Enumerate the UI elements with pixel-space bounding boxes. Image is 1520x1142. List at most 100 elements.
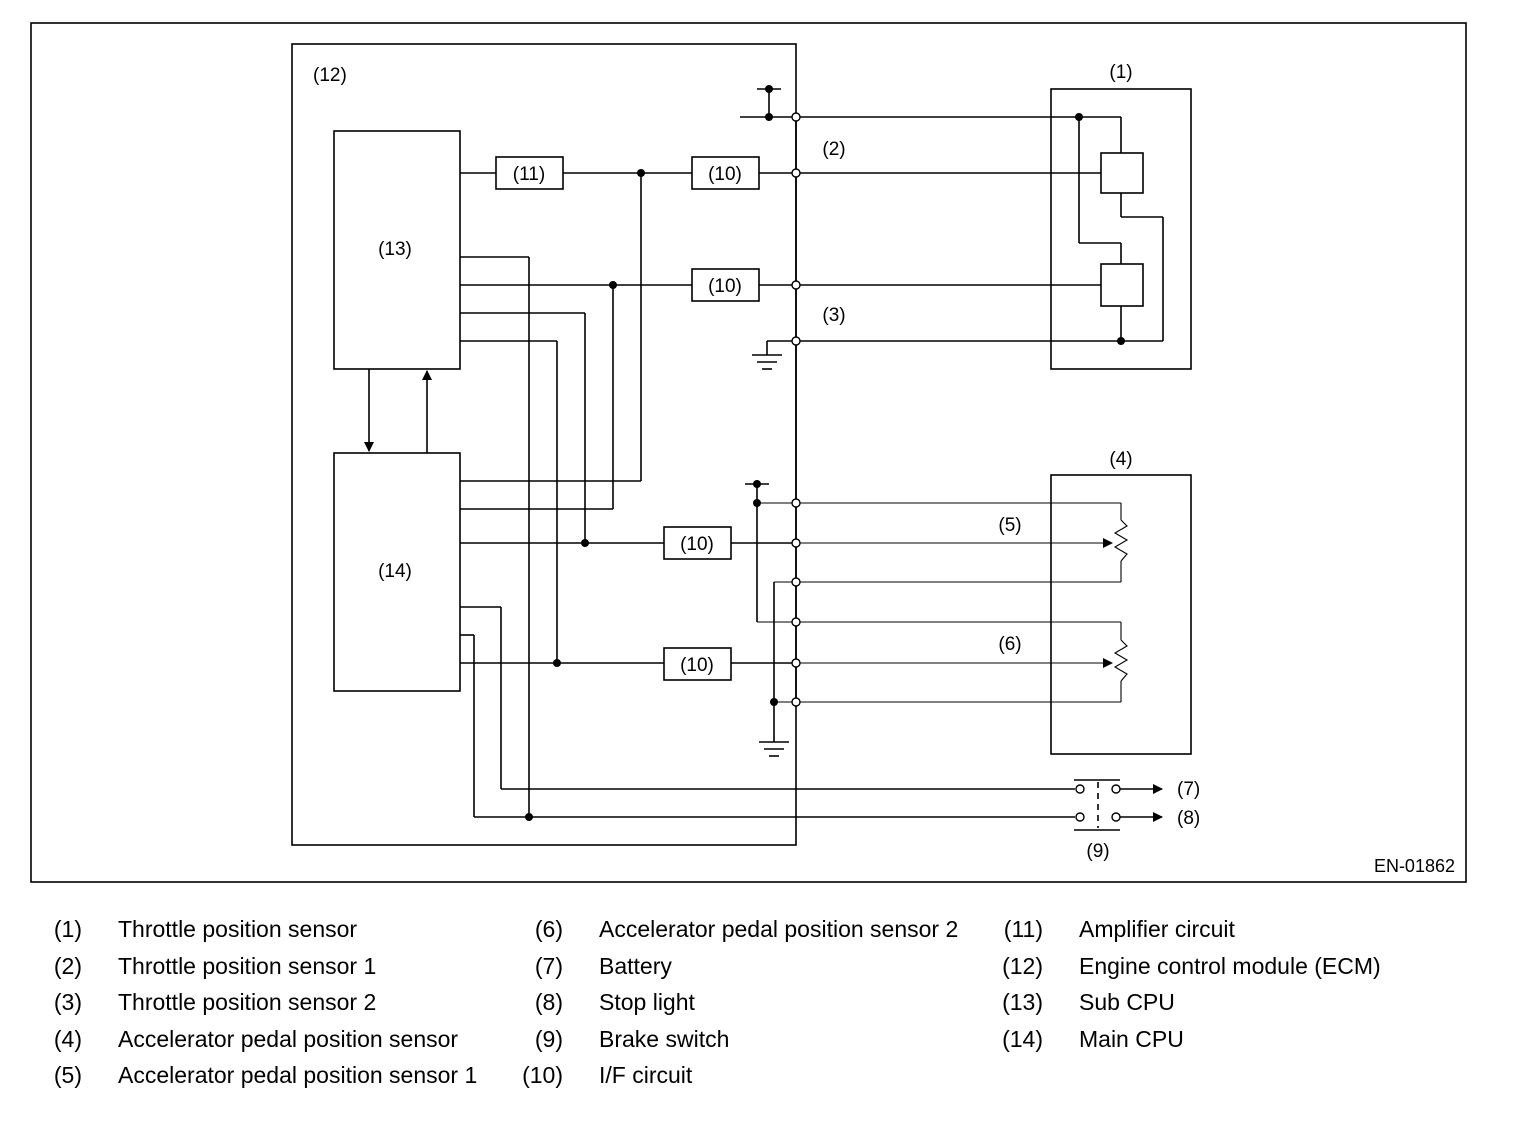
connector-pin (791, 112, 801, 122)
switch-contact (1111, 812, 1121, 822)
junction-dot (1117, 337, 1125, 345)
legend-item: (2) Throttle position sensor 1 (18, 951, 498, 981)
switch-contact (1075, 784, 1085, 794)
legend-column-2: (6) Accelerator pedal position sensor 2 (… (499, 914, 979, 1097)
callout-11: (11) (513, 164, 545, 185)
legend-text: Accelerator pedal position sensor 1 (118, 1062, 478, 1088)
legend-number: (14) (1002, 1025, 1043, 1052)
legend-number: (2) (53, 952, 82, 979)
callout-5: (5) (998, 515, 1021, 536)
legend-item: (7) Battery (499, 951, 979, 981)
legend-text: Accelerator pedal position sensor 2 (599, 916, 959, 942)
connector-pin (791, 538, 801, 548)
legend-number: (3) (53, 989, 82, 1015)
callout-14: (14) (378, 561, 412, 582)
legend-text: Stop light (599, 989, 695, 1015)
junction-dot (765, 113, 773, 121)
throttle-sensor-element-1 (1100, 152, 1144, 194)
junction-dot (753, 499, 761, 507)
connector-pin (791, 577, 801, 587)
callout-6: (6) (998, 634, 1021, 655)
legend-number: (1) (53, 916, 82, 942)
connector-pin (791, 617, 801, 627)
wiring-diagram: (12) (13) (14) (11) (10) (10) (10) (10) … (30, 22, 1467, 883)
legend-text: Sub CPU (1079, 989, 1175, 1015)
callout-10a: (10) (708, 164, 742, 185)
legend-item: (14) Main CPU (979, 1024, 1499, 1054)
legend-item: (9) Brake switch (499, 1024, 979, 1054)
legend-item: (4) Accelerator pedal position sensor (18, 1024, 498, 1054)
legend-number: (5) (53, 1062, 82, 1088)
connector-pin (791, 168, 801, 178)
junction-dot (753, 480, 761, 488)
connector-pin (791, 280, 801, 290)
legend-number: (8) (534, 989, 563, 1015)
pedal-sensor-box (1050, 474, 1192, 755)
throttle-sensor-box (1050, 88, 1192, 370)
if-circuit-block-4 (663, 647, 732, 681)
callout-10c: (10) (680, 534, 714, 555)
callout-10b: (10) (708, 276, 742, 297)
legend-item: (10) I/F circuit (499, 1060, 979, 1090)
legend-column-1: (1) Throttle position sensor (2) Throttle … (18, 914, 498, 1097)
junction-dot (609, 281, 617, 289)
diagram-frame (30, 22, 1467, 883)
junction-dot (525, 813, 533, 821)
legend-item: (8) Stop light (499, 987, 979, 1017)
legend-number: (4) (53, 1025, 82, 1052)
legend-text: Brake switch (599, 1025, 730, 1052)
callout-7: (7) (1177, 779, 1200, 800)
legend-number: (10) (522, 1062, 563, 1088)
callout-8: (8) (1177, 808, 1200, 829)
junction-dot (553, 659, 561, 667)
switch-contact (1075, 812, 1085, 822)
callout-4: (4) (1109, 449, 1132, 470)
legend-item: (5) Accelerator pedal position sensor 1 (18, 1060, 498, 1090)
junction-dot (765, 85, 773, 93)
junction-dot (637, 169, 645, 177)
legend-text: I/F circuit (599, 1062, 693, 1088)
legend-item: (3) Throttle position sensor 2 (18, 987, 498, 1017)
connector-pin (791, 658, 801, 668)
legend-number: (7) (534, 952, 563, 979)
callout-12: (12) (313, 65, 347, 86)
legend-item: (1) Throttle position sensor (18, 914, 498, 944)
legend-text: Main CPU (1079, 1025, 1184, 1052)
callout-9: (9) (1086, 841, 1109, 862)
legend-item: (11) Amplifier circuit (979, 914, 1499, 944)
legend-text: Battery (599, 952, 672, 979)
legend-item: (12) Engine control module (ECM) (979, 951, 1499, 981)
figure-id: EN-01862 (1374, 856, 1455, 876)
switch-contact (1111, 784, 1121, 794)
legend-text: Accelerator pedal position sensor (118, 1025, 459, 1052)
legend-number: (9) (534, 1025, 563, 1052)
callout-3: (3) (822, 305, 845, 326)
legend-number: (11) (1003, 916, 1043, 942)
junction-dot (581, 539, 589, 547)
legend-column-3: (11) Amplifier circuit (12) Engine control… (979, 914, 1499, 1060)
callout-13: (13) (378, 239, 412, 260)
pedal2-resistor (1113, 639, 1129, 682)
callout-2: (2) (822, 139, 845, 160)
pedal1-resistor (1113, 519, 1129, 562)
connector-pin (791, 697, 801, 707)
main-cpu-box (333, 452, 461, 692)
callout-10d: (10) (680, 655, 714, 676)
legend-number: (12) (1002, 952, 1043, 979)
callout-1: (1) (1109, 62, 1132, 83)
legend-number: (6) (534, 916, 563, 942)
legend-text: Throttle position sensor 1 (118, 952, 377, 979)
legend-text: Throttle position sensor (118, 916, 358, 942)
sub-cpu-box (333, 130, 461, 370)
throttle-sensor-element-2 (1100, 263, 1144, 307)
junction-dot (770, 698, 778, 706)
legend-number: (13) (1002, 989, 1043, 1015)
legend-item: (13) Sub CPU (979, 987, 1499, 1017)
connector-pin (791, 498, 801, 508)
legend-item: (6) Accelerator pedal position sensor 2 (499, 914, 979, 944)
legend-text: Throttle position sensor 2 (118, 989, 377, 1015)
legend-text: Engine control module (ECM) (1079, 952, 1381, 979)
legend-text: Amplifier circuit (1079, 916, 1235, 942)
connector-pin (791, 336, 801, 346)
junction-dot (1075, 113, 1083, 121)
